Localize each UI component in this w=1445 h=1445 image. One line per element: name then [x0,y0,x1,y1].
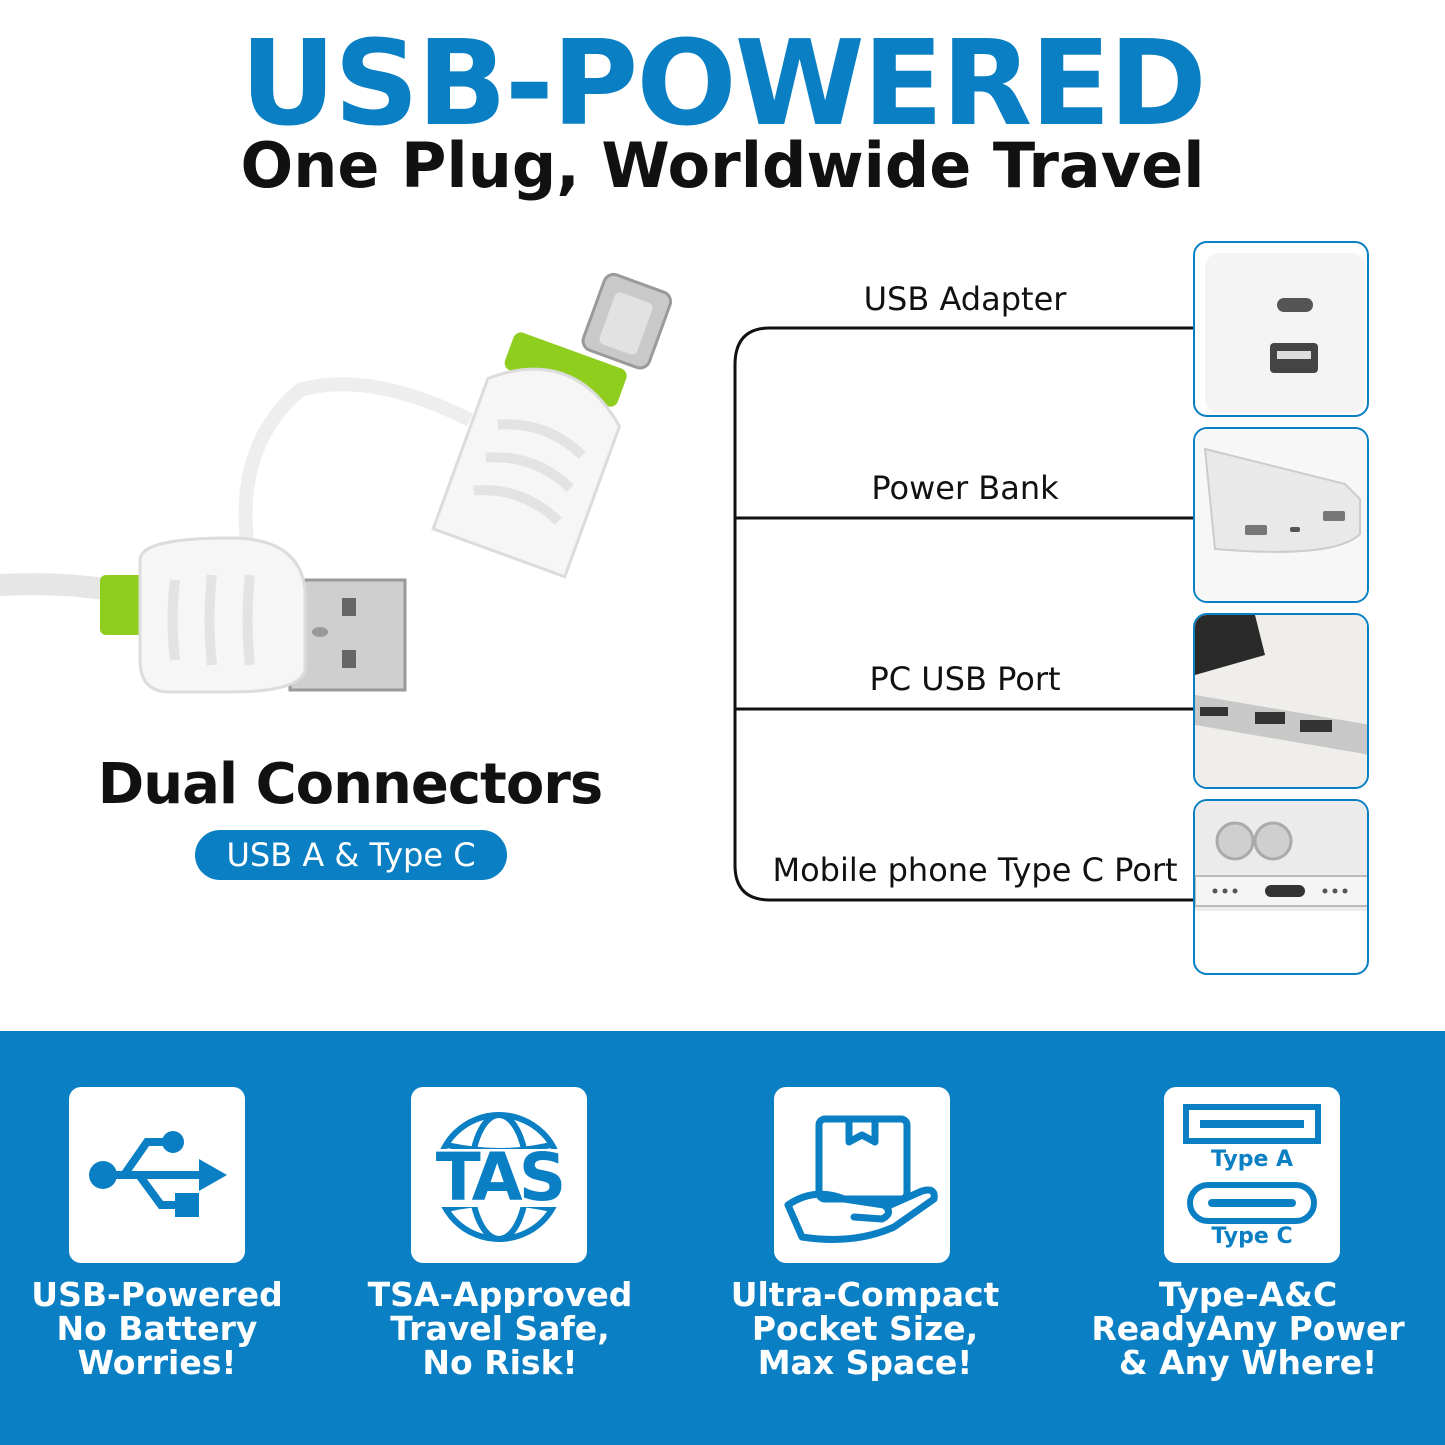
power-source-lines [733,326,1193,902]
dual-connector-cable-image [0,272,673,694]
dual-connectors-title: Dual Connectors [97,752,604,817]
box-in-hand-icon [774,1087,950,1263]
source-label-pc-usb-port: PC USB Port [869,660,1061,698]
type-a-label: Type A [1210,1147,1294,1172]
phone-port-image [1193,799,1369,975]
tas-globe-icon: TAS [411,1087,587,1263]
tas-text: TAS [435,1139,567,1216]
connector-type-badge: USB A & Type C [195,830,507,880]
usb-adapter-image [1193,241,1369,417]
source-label-power-bank: Power Bank [871,469,1059,507]
power-bank-image [1193,427,1369,603]
headline: USB-POWERED [240,14,1207,152]
source-label-mobile-phone: Mobile phone Type C Port [772,851,1178,889]
type-a-c-icon: Type A Type C [1164,1087,1340,1263]
usb-symbol-icon [69,1087,245,1263]
source-label-usb-adapter: USB Adapter [863,280,1067,318]
laptop-port-image [1193,613,1369,789]
subheadline: One Plug, Worldwide Travel [240,129,1205,202]
type-c-label: Type C [1211,1224,1293,1249]
